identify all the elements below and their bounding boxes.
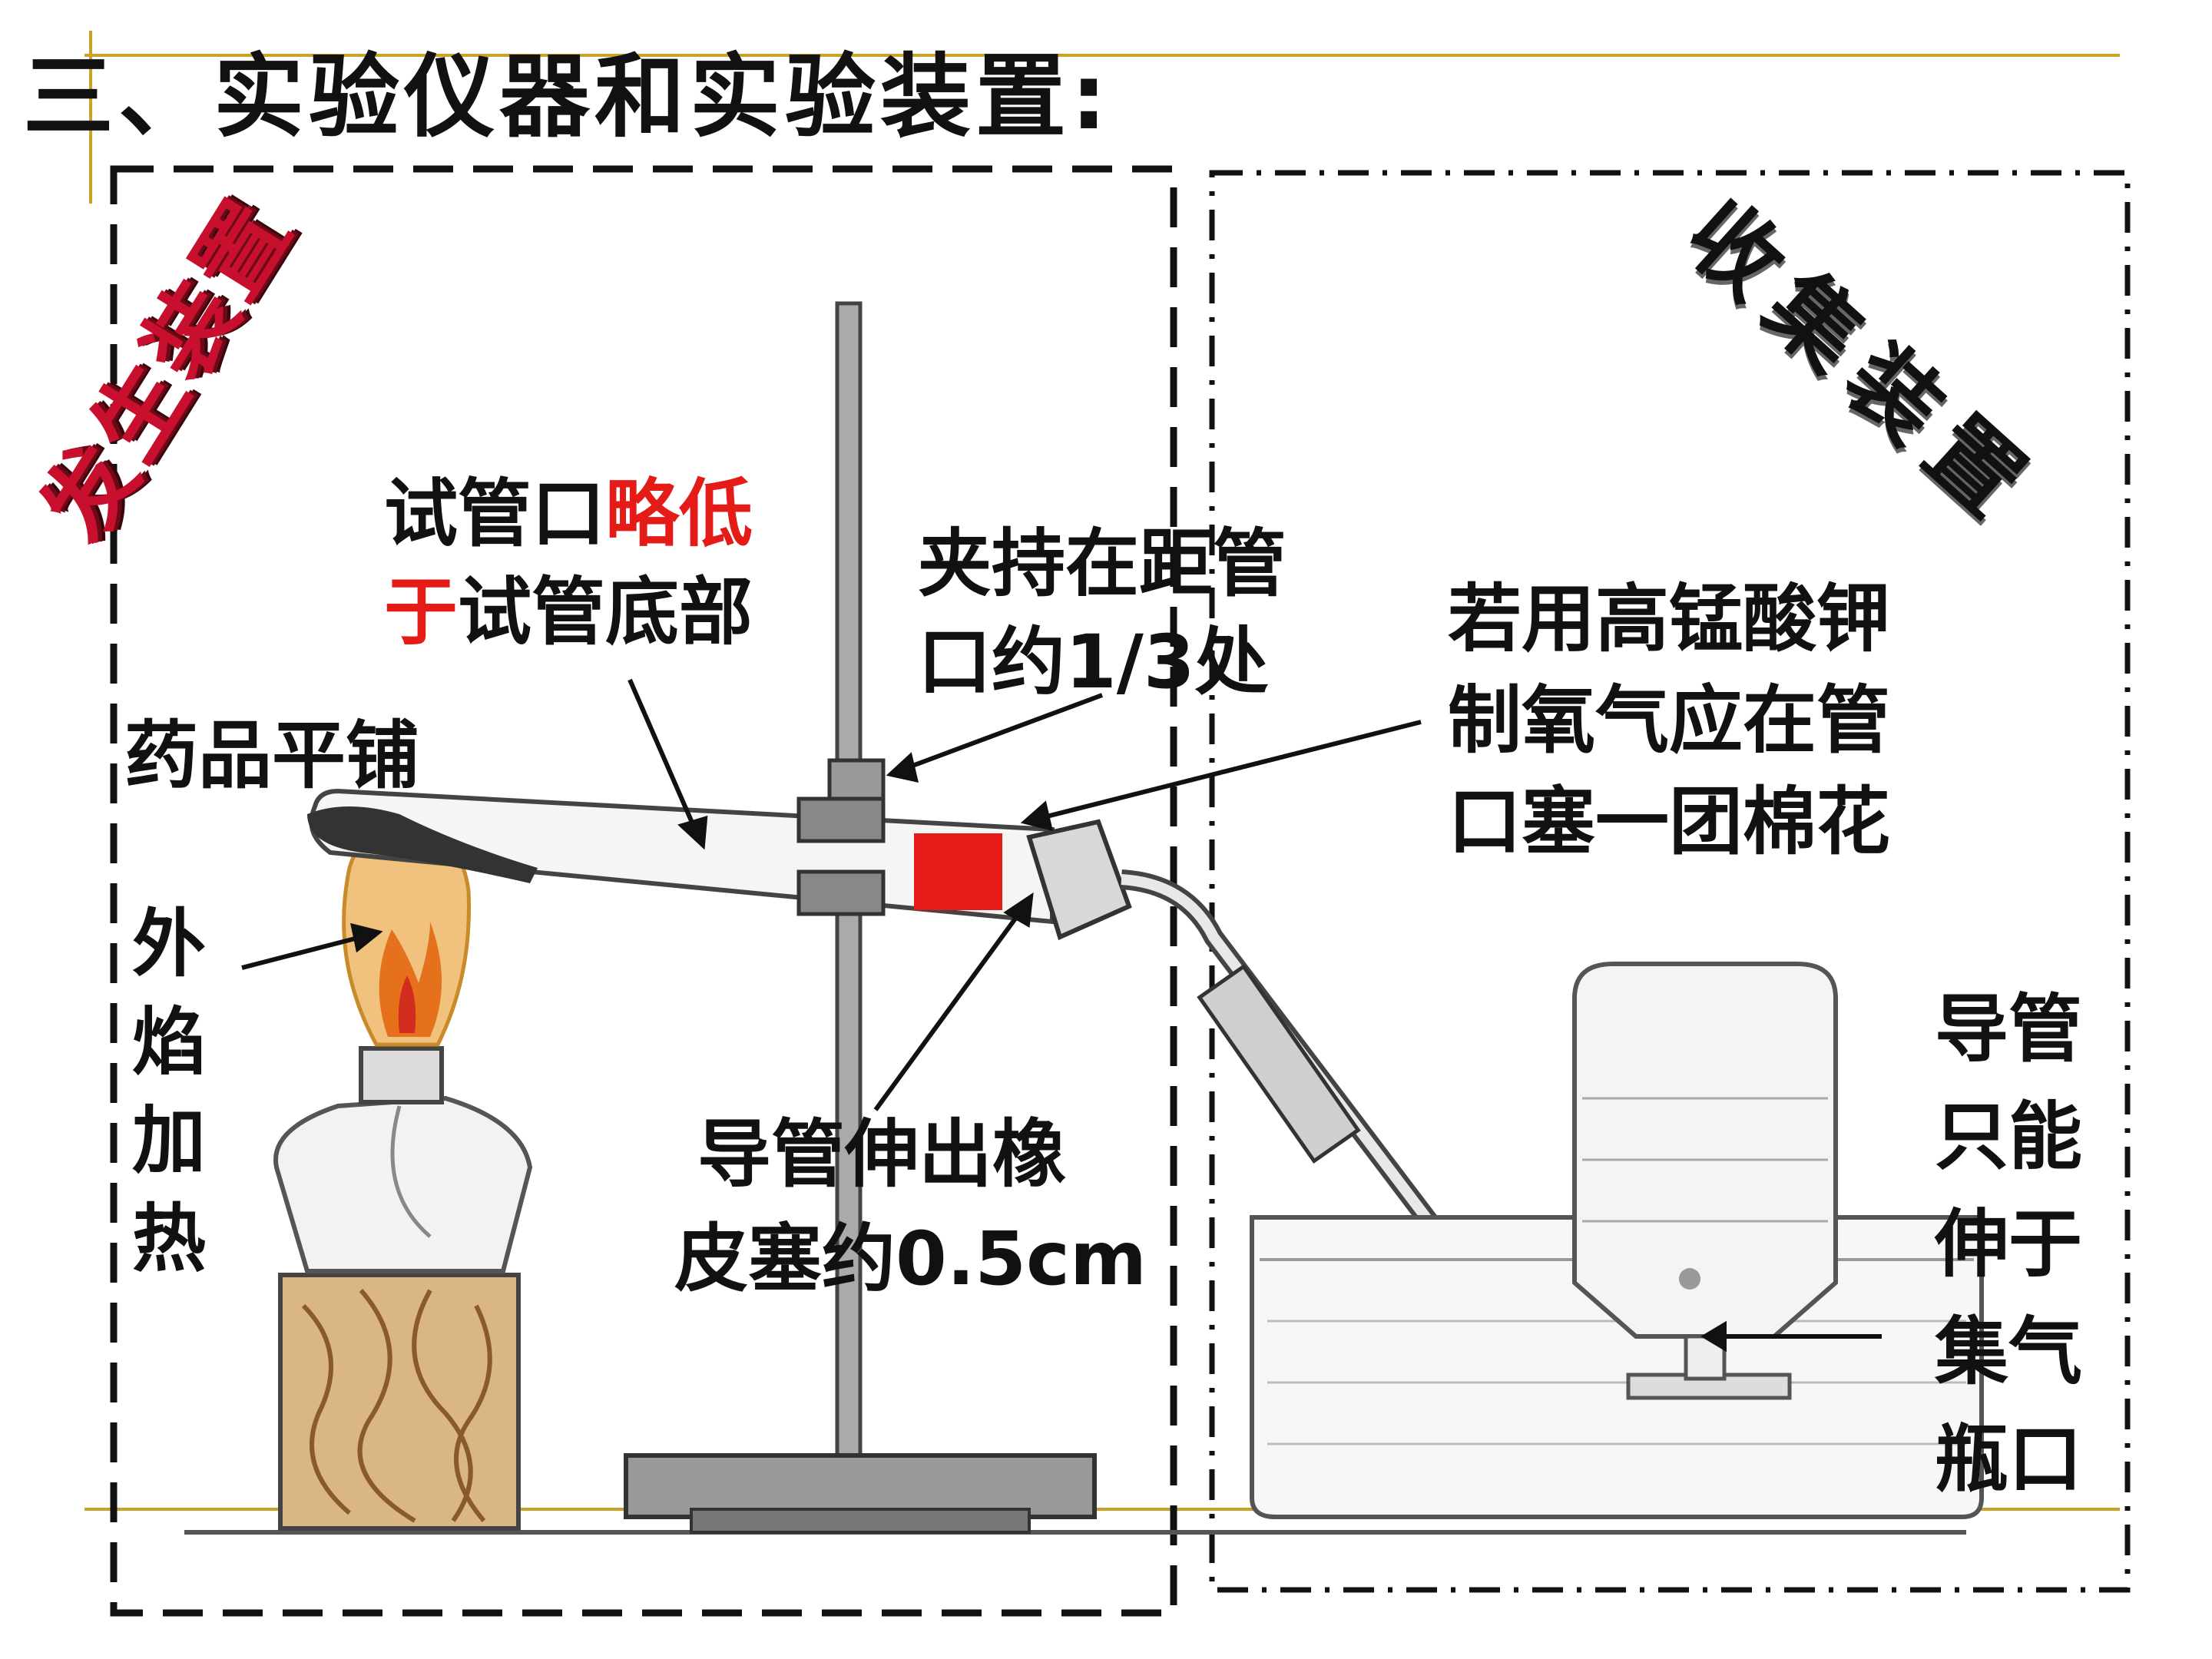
alcohol-lamp	[273, 1046, 533, 1273]
flame	[342, 812, 471, 1047]
rubber-connector	[1197, 963, 1361, 1164]
label-tube-mouth-line2: 于试管底部	[384, 569, 753, 655]
wood-block	[278, 1273, 521, 1531]
cotton-plug	[914, 833, 1002, 910]
clamp	[796, 758, 886, 916]
rubber-stopper	[1026, 819, 1132, 941]
label-outer-flame: 外焰加热	[132, 901, 206, 1282]
label-tube-mouth-line1: 试管口略低	[384, 471, 753, 557]
gas-bottle	[1572, 962, 1838, 1400]
label-cotton: 若用高锰酸钾 制氧气应在管 口塞一团棉花	[1448, 576, 1890, 865]
label-tube-out: 导管伸出橡 皮塞约0.5cm	[674, 1111, 1147, 1302]
label-clamp: 夹持在距管 口约1/3处	[918, 521, 1286, 705]
pointer-arrows	[241, 678, 1882, 1353]
collection-frame	[1209, 170, 2131, 1593]
label-spread: 药品平铺	[124, 713, 419, 799]
generation-frame	[110, 165, 1177, 1617]
label-collect-note: 导管只能伸于集气瓶口	[1935, 986, 2082, 1502]
page-title: 三、实验仪器和实验装置:	[23, 44, 1112, 150]
label-tube-mouth: 试管口略低 于试管底部	[384, 465, 753, 661]
